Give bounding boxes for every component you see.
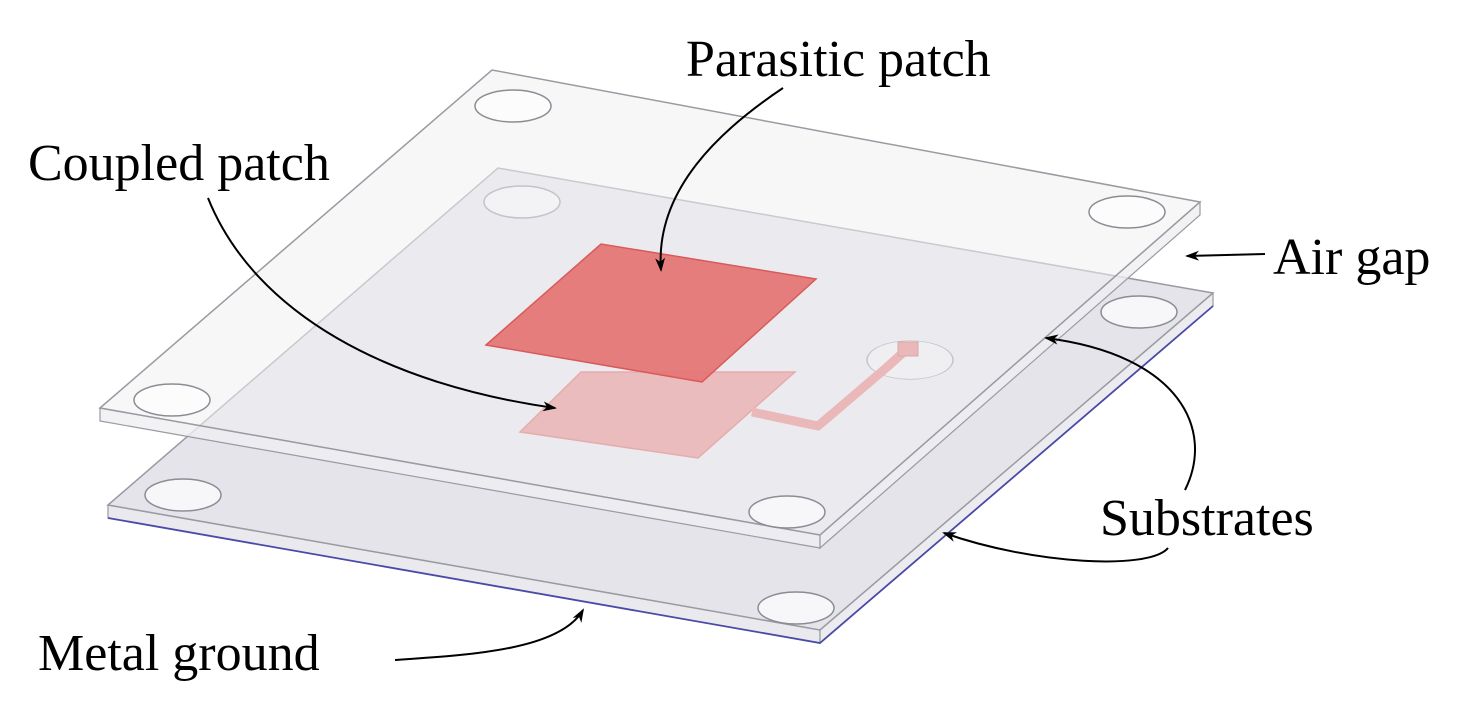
top-substrate-holes (133, 89, 1166, 529)
arrow-coupled-patch (207, 197, 557, 412)
arrow-substrates-bottom (942, 532, 1169, 563)
substrates-label: Substrates (1100, 490, 1314, 547)
air-gap-label: Air gap (1273, 229, 1430, 286)
arrow-air-gap (1185, 250, 1266, 261)
arrow-metal-ground (394, 608, 584, 661)
parasitic-patch (484, 243, 818, 383)
metal-ground-label: Metal ground (38, 625, 320, 682)
metal-ground-edge (107, 305, 1214, 644)
arrow-parasitic-patch (655, 87, 784, 272)
parasitic-patch-label: Parasitic patch (686, 31, 991, 88)
arrow-substrates-top (1044, 334, 1196, 491)
annotation-arrows (207, 87, 1266, 661)
coupled-patch-label: Coupled patch (28, 135, 330, 192)
